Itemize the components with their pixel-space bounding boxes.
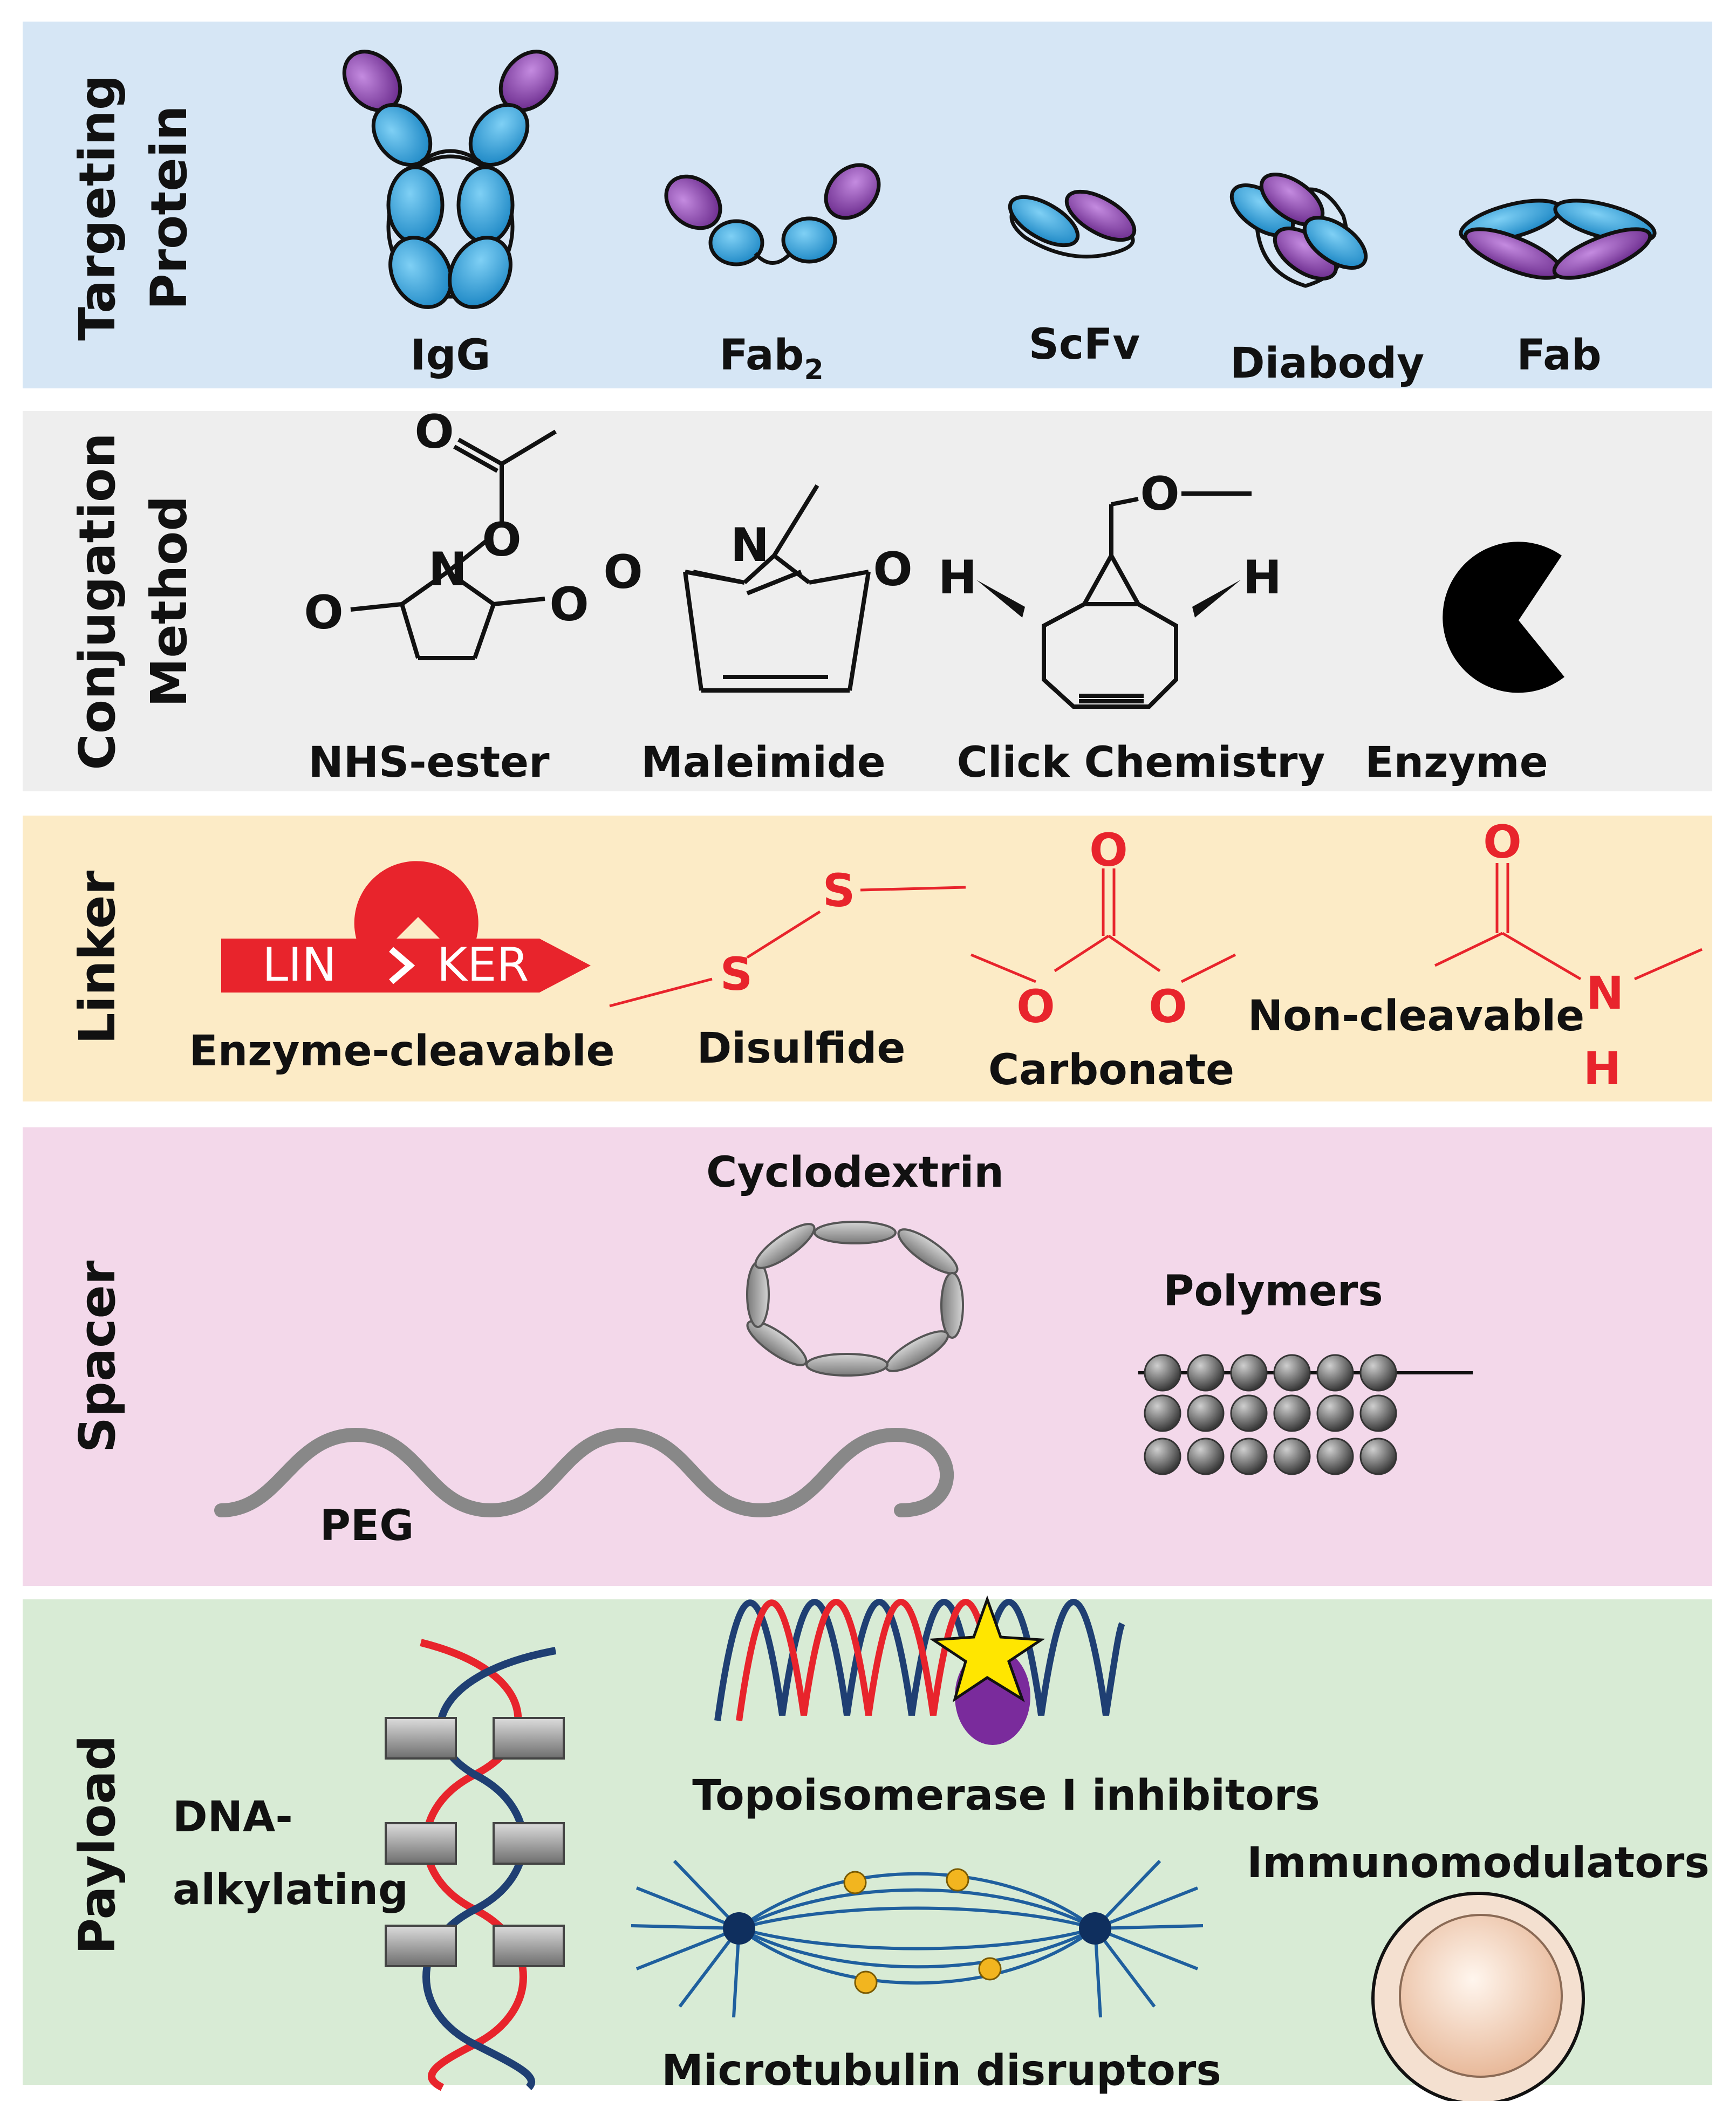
polymers-label: Polymers — [1163, 1267, 1383, 1316]
disruptor-drugs — [843, 1868, 1002, 1994]
fab-label: Fab — [1516, 331, 1601, 380]
non-cleavable-label: Non-cleavable — [1248, 992, 1584, 1041]
svg-text:O: O — [1089, 824, 1127, 877]
maleimide-label: Maleimide — [641, 738, 885, 787]
svg-text:O: O — [1483, 816, 1521, 868]
cyclodextrin-label: Cyclodextrin — [706, 1148, 1004, 1197]
peg-icon — [214, 1427, 954, 1518]
svg-text:O: O — [304, 586, 343, 640]
enzyme-icon — [1443, 542, 1564, 693]
svg-text:Method: Method — [140, 496, 198, 707]
fab2-label: Fab2 — [719, 331, 823, 386]
igg-icon — [342, 50, 559, 309]
svg-text:N: N — [730, 518, 769, 572]
peg-label: PEG — [320, 1502, 414, 1550]
svg-text:O: O — [1016, 980, 1055, 1033]
diabody-label: Diabody — [1230, 339, 1424, 388]
fab-icon — [1459, 199, 1657, 280]
spacer-title: Spacer — [69, 1260, 126, 1453]
dna-alkylating-icon — [420, 1639, 557, 2091]
fab2-icon — [664, 163, 881, 266]
conjugation-method-title: Conjugation Method — [69, 433, 198, 770]
polymers-icon — [1144, 1354, 1397, 1475]
nhs-ester-atoms: N O O O O — [304, 405, 589, 640]
svg-text:O: O — [482, 513, 521, 567]
enzyme-cleavable-label: Enzyme-cleavable — [189, 1027, 614, 1076]
centrosome-left — [723, 1912, 755, 1945]
svg-text:N: N — [1586, 967, 1624, 1019]
row-title-line2: Protein — [140, 105, 198, 310]
svg-text:O: O — [549, 578, 589, 632]
enzyme-cleavable-icon: LIN KER — [221, 861, 591, 993]
svg-text:O: O — [603, 545, 643, 599]
diabody-icon — [1229, 172, 1368, 288]
wedge-right — [1192, 580, 1241, 618]
disulfide-structure — [609, 886, 966, 1008]
click-chemistry-atoms: H H O — [938, 467, 1282, 605]
carbonate-atoms: O O O — [1016, 824, 1187, 1033]
svg-text:O: O — [1140, 467, 1179, 521]
dna-alkylating-label-2: alkylating — [173, 1866, 408, 1914]
click-chemistry-label: Click Chemistry — [957, 738, 1325, 787]
carbonate-label: Carbonate — [988, 1046, 1234, 1094]
svg-text:N: N — [428, 543, 467, 597]
payload-title: Payload — [69, 1735, 126, 1955]
centrosome-right — [1079, 1912, 1111, 1945]
disulfide-label: Disulfide — [697, 1024, 906, 1073]
wedge-left — [976, 580, 1025, 618]
svg-text:S: S — [720, 948, 753, 1001]
scfv-label: ScFv — [1029, 320, 1140, 369]
banner-left-text: LIN — [262, 938, 337, 992]
linker-title: Linker — [69, 870, 126, 1044]
topoisomerase-label: Topoisomerase I inhibitors — [692, 1771, 1320, 1820]
click-chemistry-structure — [1042, 491, 1252, 709]
svg-text:H: H — [1583, 1042, 1621, 1095]
row-title-line1: Targeting — [69, 74, 126, 340]
dna-alkylating-label-1: DNA- — [173, 1793, 293, 1842]
banner-right-text: KER — [437, 938, 529, 992]
non-cleavable-structure — [1434, 863, 1703, 981]
maleimide-atoms: N O O — [603, 518, 912, 599]
immunomodulators-label: Immunomodulators — [1247, 1839, 1710, 1887]
targeting-protein-title: Targeting Protein — [69, 74, 198, 340]
svg-text:O: O — [414, 405, 454, 459]
star-icon — [929, 1595, 1045, 1702]
svg-text:H: H — [938, 551, 977, 605]
cyclodextrin-icon — [746, 1221, 964, 1377]
nhs-ester-label: NHS-ester — [308, 738, 550, 787]
svg-text:H: H — [1243, 551, 1282, 605]
nhs-ester-structure — [350, 429, 557, 660]
maleimide-structure — [683, 484, 871, 693]
conjugation-method-panel — [23, 411, 1712, 791]
disulfide-atoms: S S — [720, 864, 856, 1001]
carbonate-structure — [970, 868, 1236, 983]
amide-atoms: O N H — [1483, 816, 1624, 1095]
svg-text:O: O — [873, 543, 912, 597]
svg-text:O: O — [1149, 980, 1187, 1033]
topoisomerase-icon — [714, 1599, 1125, 1721]
igg-label: IgG — [411, 331, 491, 380]
svg-text:S: S — [823, 864, 856, 917]
microtubulin-label: Microtubulin disruptors — [661, 2047, 1221, 2095]
immune-cell-icon — [1371, 1892, 1585, 2101]
scfv-icon — [1008, 189, 1137, 259]
alkylating-crosslinks — [385, 1717, 565, 1967]
microtubule-icon — [631, 1859, 1204, 2018]
svg-text:Conjugation: Conjugation — [69, 433, 126, 770]
enzyme-label: Enzyme — [1365, 738, 1548, 787]
